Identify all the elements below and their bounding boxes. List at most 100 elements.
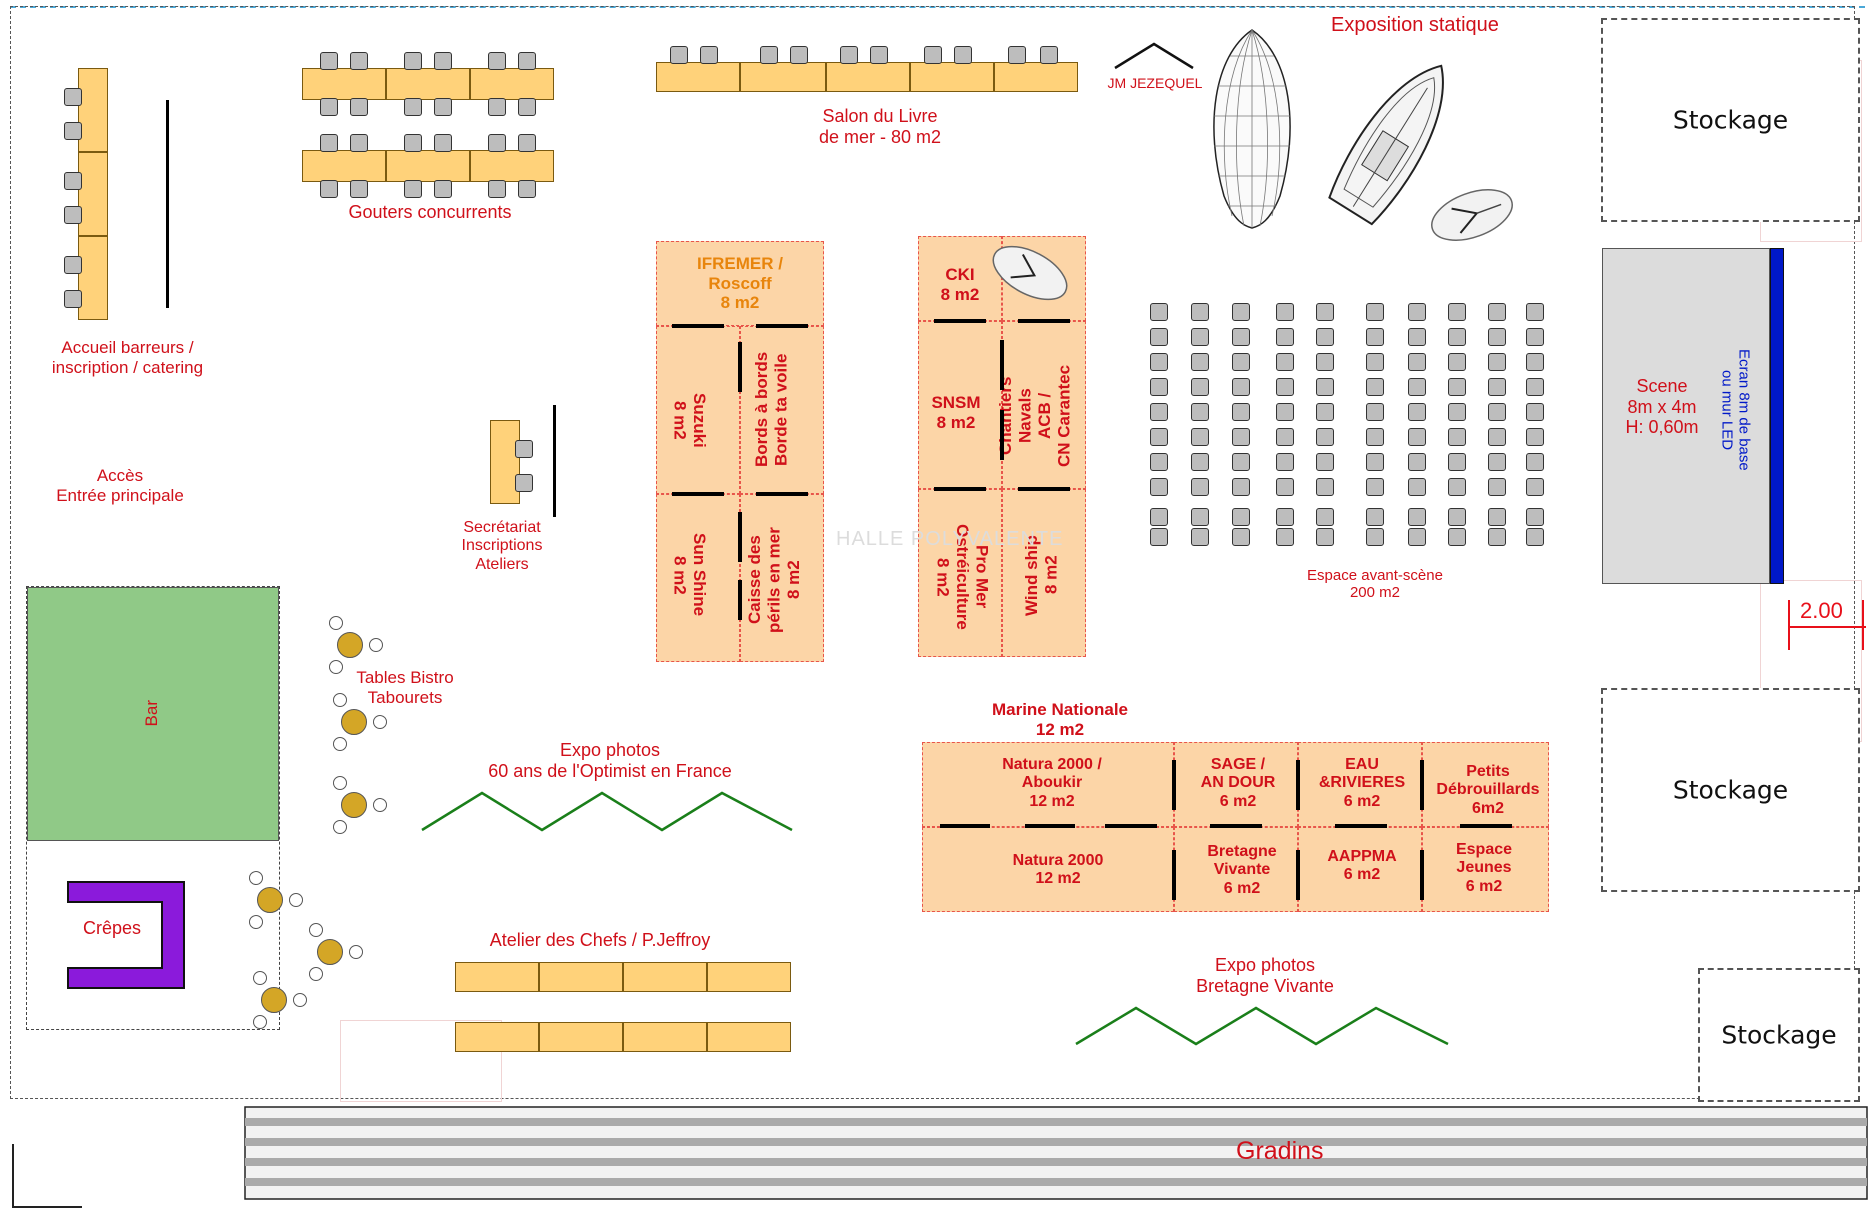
chair bbox=[1526, 478, 1544, 496]
chair bbox=[1408, 478, 1426, 496]
chair bbox=[1488, 403, 1506, 421]
top-boundary-line bbox=[10, 6, 1865, 8]
chair bbox=[1232, 508, 1250, 526]
partition-wall bbox=[738, 342, 742, 392]
expo-optimist-label: Expo photos 60 ans de l'Optimist en Fran… bbox=[488, 740, 732, 781]
chair bbox=[350, 52, 368, 70]
chair bbox=[1150, 403, 1168, 421]
chair bbox=[1276, 378, 1294, 396]
chair bbox=[1366, 353, 1384, 371]
stand-aappma bbox=[1298, 827, 1422, 912]
chair bbox=[434, 180, 452, 198]
stand-eau bbox=[1298, 742, 1422, 827]
dinghy-icon bbox=[1431, 189, 1513, 241]
stand-natura bbox=[922, 827, 1174, 912]
stand-snsm bbox=[918, 321, 1002, 489]
acces-label: Accès Entrée principale bbox=[56, 466, 184, 505]
partition-wall bbox=[756, 492, 808, 496]
chair bbox=[1191, 303, 1209, 321]
atelier-table bbox=[539, 1022, 623, 1052]
chair bbox=[64, 88, 82, 106]
atelier-chefs-label: Atelier des Chefs / P.Jeffroy bbox=[489, 930, 711, 950]
chair bbox=[518, 98, 536, 116]
dimension-tick bbox=[1788, 600, 1790, 650]
stool bbox=[253, 971, 267, 985]
partition-wall bbox=[1335, 824, 1387, 828]
stand-chantiers bbox=[1002, 321, 1086, 489]
chair bbox=[350, 98, 368, 116]
atelier-table bbox=[455, 1022, 539, 1052]
chair bbox=[350, 134, 368, 152]
chair bbox=[1366, 378, 1384, 396]
chair bbox=[1316, 378, 1334, 396]
chair bbox=[1448, 328, 1466, 346]
bar-crepes-zone bbox=[26, 586, 280, 1030]
chair bbox=[64, 122, 82, 140]
stool bbox=[329, 616, 343, 630]
accueil-table bbox=[78, 152, 108, 236]
chair bbox=[488, 180, 506, 198]
stool bbox=[373, 715, 387, 729]
bistro-table bbox=[317, 939, 343, 965]
chair bbox=[1276, 453, 1294, 471]
chair bbox=[320, 134, 338, 152]
sage-label: SAGE / AN DOUR 6 m2 bbox=[1200, 756, 1276, 810]
chair bbox=[1191, 508, 1209, 526]
stand-cki bbox=[918, 236, 1002, 321]
chair bbox=[1488, 378, 1506, 396]
chair bbox=[1232, 428, 1250, 446]
chair bbox=[1526, 303, 1544, 321]
chair bbox=[1008, 46, 1026, 64]
salon-livre-label: Salon du Livre de mer - 80 m2 bbox=[818, 106, 942, 147]
chair bbox=[1448, 303, 1466, 321]
stool bbox=[333, 820, 347, 834]
avant-scene-label: Espace avant-scène 200 m2 bbox=[1307, 567, 1443, 602]
chair bbox=[1232, 403, 1250, 421]
natura-label: Natura 2000 12 m2 bbox=[1012, 852, 1104, 888]
promer-label: Pro Mer Ostréiculture 8 m2 bbox=[933, 524, 992, 630]
chair bbox=[1526, 528, 1544, 546]
background-drawing bbox=[340, 1020, 502, 1102]
chair bbox=[488, 98, 506, 116]
partition-wall bbox=[1210, 824, 1262, 828]
chair bbox=[1526, 403, 1544, 421]
chair bbox=[1448, 453, 1466, 471]
chair bbox=[1366, 508, 1384, 526]
chair bbox=[1316, 478, 1334, 496]
chair bbox=[1448, 508, 1466, 526]
chair bbox=[1191, 328, 1209, 346]
chair bbox=[1448, 528, 1466, 546]
ifremer-label: IFREMER / Roscoff 8 m2 bbox=[697, 254, 783, 313]
atelier-table bbox=[707, 1022, 791, 1052]
chair bbox=[1448, 478, 1466, 496]
chair bbox=[320, 52, 338, 70]
stool bbox=[249, 871, 263, 885]
chair bbox=[1488, 453, 1506, 471]
chair bbox=[64, 290, 82, 308]
atelier-table bbox=[623, 962, 707, 992]
chair bbox=[1150, 508, 1168, 526]
gouters-table bbox=[386, 68, 470, 100]
partition-wall bbox=[1172, 760, 1176, 810]
partition-wall bbox=[1105, 824, 1157, 828]
chair bbox=[1316, 328, 1334, 346]
partition-wall bbox=[1018, 319, 1070, 323]
hall-outline bbox=[10, 6, 1855, 1099]
gradins-label: Gradins bbox=[1236, 1137, 1324, 1165]
chair bbox=[1150, 453, 1168, 471]
stand-petits bbox=[1422, 742, 1549, 827]
chair bbox=[1526, 453, 1544, 471]
chair bbox=[1150, 528, 1168, 546]
chair bbox=[518, 180, 536, 198]
stool bbox=[253, 1015, 267, 1029]
partition-wall bbox=[1460, 824, 1512, 828]
stool bbox=[369, 638, 383, 652]
chair bbox=[1488, 328, 1506, 346]
partition-wall bbox=[672, 324, 724, 328]
partition-wall bbox=[738, 512, 742, 562]
gouters-table bbox=[302, 68, 386, 100]
screen-label: Ecran 8m de base ou mur LED bbox=[1718, 349, 1753, 471]
chair bbox=[1316, 453, 1334, 471]
expo-optimist-panels bbox=[421, 791, 793, 832]
stand-caisse bbox=[740, 494, 824, 662]
